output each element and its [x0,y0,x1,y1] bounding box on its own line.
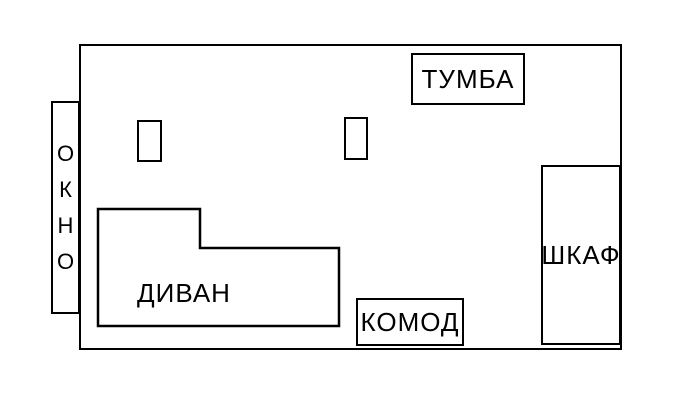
window-box: О К Н О [51,101,80,314]
window-letter: О [56,248,75,274]
komod-box: КОМОД [356,298,464,346]
window-letter: Н [57,212,74,238]
window-letter: К [59,176,72,202]
small-rectangle-left [137,120,162,162]
window-letter: О [56,140,75,166]
komod-label: КОМОД [360,307,460,337]
shkaf-label: ШКАФ [541,240,621,270]
divan-label-container: ДИВАН [98,278,270,308]
small-rectangle-right [344,117,368,160]
shkaf-box: ШКАФ [541,165,621,345]
tumba-box: ТУМБА [411,53,525,105]
divan-label: ДИВАН [137,278,231,308]
tumba-label: ТУМБА [421,64,515,94]
